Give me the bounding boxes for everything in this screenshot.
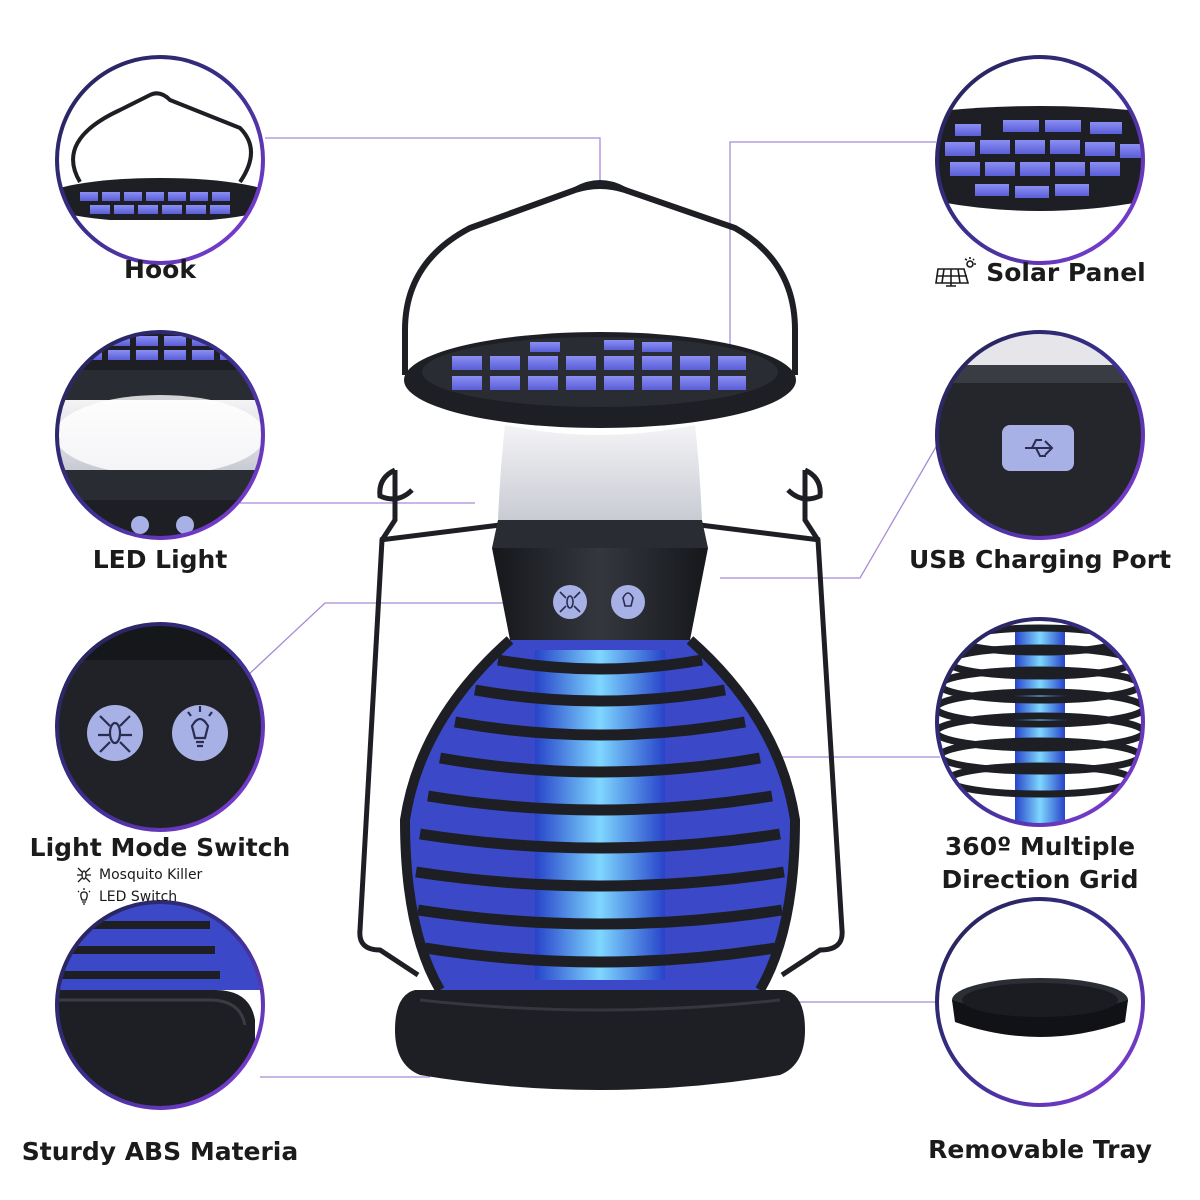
grid-label-line1: 360º Multiple <box>944 832 1136 861</box>
zapper-grid-rings <box>415 654 785 968</box>
usb-port-label: USB Charging Port <box>908 545 1172 574</box>
hook-connector <box>265 137 601 185</box>
led-detail-circle <box>55 330 265 540</box>
mosquito-icon <box>77 867 91 883</box>
mosquito-mode-button <box>553 585 587 619</box>
led-switch-text: LED Switch <box>99 889 178 905</box>
solar-panel-label: Solar Panel <box>930 257 1150 287</box>
mosquito-killer-text: Mosquito Killer <box>99 867 203 883</box>
lantern-side-handle-left <box>357 467 420 978</box>
lantern-base <box>395 990 805 1090</box>
bug-zapper-lantern <box>357 180 845 1090</box>
bulb-icon <box>77 888 91 905</box>
tray-detail-circle <box>935 897 1145 1107</box>
grid-detail-circle <box>935 617 1145 827</box>
hook-detail-circle <box>55 55 265 265</box>
led-switch-legend: LED Switch <box>75 888 177 906</box>
solar-panel-cells <box>452 340 746 390</box>
light-mode-switch-label: Light Mode Switch <box>29 833 291 862</box>
solar-detail-circle <box>935 55 1145 265</box>
switch-connector <box>246 602 560 677</box>
solar-connector <box>729 141 936 350</box>
solar-panel-icon <box>935 257 977 287</box>
led-lamp-section <box>498 425 702 520</box>
usb-detail-circle <box>935 330 1145 540</box>
lantern-side-handle-right <box>780 467 845 978</box>
led-mode-button <box>611 585 645 619</box>
solar-panel-text: Solar Panel <box>986 257 1146 287</box>
hook-label: Hook <box>124 255 196 284</box>
connector-lines <box>240 137 941 1078</box>
switch-detail-circle <box>55 622 265 832</box>
removable-tray-label: Removable Tray <box>928 1135 1152 1164</box>
abs-detail-circle <box>55 900 265 1110</box>
led-light-label: LED Light <box>92 545 228 574</box>
usb-connector <box>720 439 941 579</box>
abs-material-label: Sturdy ABS Materia <box>21 1137 299 1166</box>
mosquito-killer-legend: Mosquito Killer <box>75 866 202 884</box>
grid-label-line2: Direction Grid <box>941 865 1139 894</box>
